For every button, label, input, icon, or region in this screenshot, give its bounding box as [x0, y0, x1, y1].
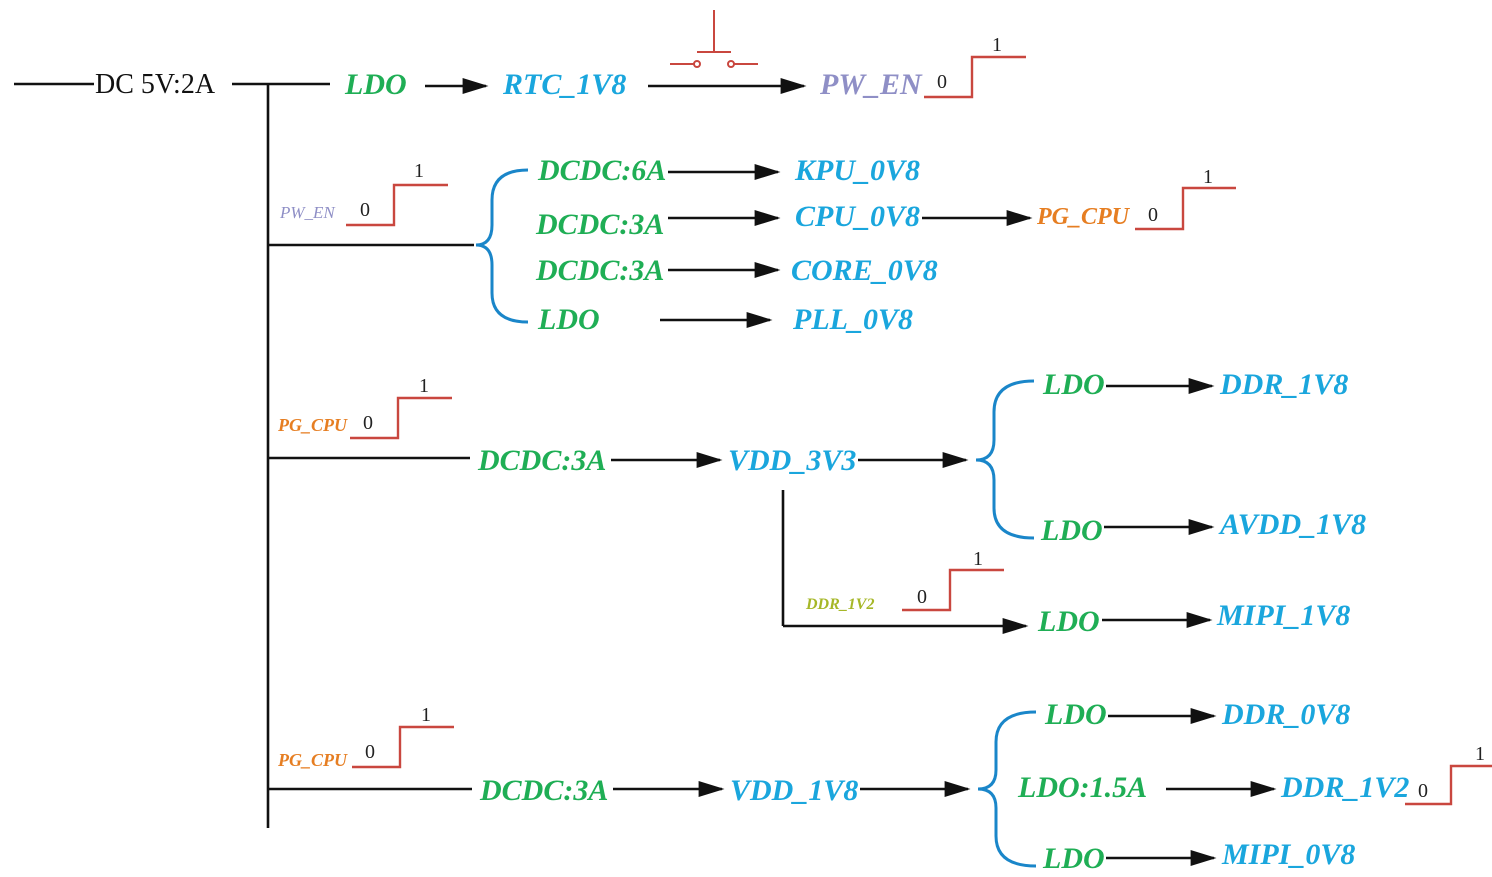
stage2-branch-1-converter: LDO [1042, 368, 1105, 401]
stage2-sub-enable-signal: DDR_1V2 [805, 596, 874, 613]
stage1-enable-signal: PW_EN [279, 203, 336, 222]
stage2-sub-rail: MIPI_1V8 [1216, 599, 1350, 632]
stage2-sub-converter: LDO [1037, 605, 1100, 638]
stage2-rail: VDD_3V3 [728, 444, 856, 477]
stage2-level-low: 0 [363, 412, 373, 434]
stage3-branch-2-converter: LDO:1.5A [1017, 771, 1147, 804]
stage3-enable-pulse [352, 725, 454, 769]
stage1-enable-pulse [346, 183, 448, 227]
stage2-enable-signal: PG_CPU [277, 415, 348, 435]
stage0-pw-en-signal: PW_EN [819, 68, 923, 101]
stage0-enable-pulse [924, 55, 1026, 99]
stage3-ddr-enable-pulse [1405, 764, 1492, 806]
stage3-converter: DCDC:3A [479, 774, 608, 807]
stage0-rail: RTC_1V8 [502, 68, 626, 101]
stage3-level-high: 1 [421, 704, 431, 726]
stage1-branch-3-converter: DCDC:3A [535, 254, 664, 287]
stage1-branch-2-converter: DCDC:3A [535, 208, 664, 241]
input-source-label: DC 5V:2A [95, 69, 216, 100]
stage2-branch-brace [975, 379, 1035, 540]
push-button-switch-icon [670, 10, 758, 68]
stage2-sub-level-low: 0 [917, 586, 927, 608]
stage3-ddr-level-high: 1 [1475, 743, 1485, 765]
stage1-branch-1-converter: DCDC:6A [537, 154, 666, 187]
stage2-level-high: 1 [419, 375, 429, 397]
stage1-pg-pulse [1135, 186, 1236, 231]
stage3-branch-1-converter: LDO [1044, 698, 1107, 731]
stage1-branch-4-converter: LDO [537, 303, 600, 336]
stage1-pg-level-high: 1 [1203, 166, 1213, 188]
stage1-branch-3-rail: CORE_0V8 [791, 254, 938, 287]
stage1-branch-4-rail: PLL_0V8 [792, 303, 913, 336]
stage3-branch-2-rail: DDR_1V2 [1280, 771, 1409, 804]
stage2-branch-2-converter: LDO [1040, 514, 1103, 547]
stage3-branch-3-converter: LDO [1042, 842, 1105, 875]
stage2-enable-pulse [350, 396, 452, 440]
stage1-level-high: 1 [414, 160, 424, 182]
stage3-branch-brace [977, 710, 1037, 868]
stage1-branch-1-rail: KPU_0V8 [794, 154, 920, 187]
stage3-ddr-level-low: 0 [1418, 780, 1428, 802]
stage3-branch-1-rail: DDR_0V8 [1221, 698, 1350, 731]
stage1-level-low: 0 [360, 199, 370, 221]
stage0-converter: LDO [344, 68, 407, 101]
stage3-rail: VDD_1V8 [730, 774, 858, 807]
stage2-sub-enable-pulse [902, 568, 1004, 612]
stage2-branch-2-rail: AVDD_1V8 [1218, 508, 1366, 541]
stage2-sub-level-high: 1 [973, 548, 983, 570]
stage3-level-low: 0 [365, 741, 375, 763]
stage3-branch-3-rail: MIPI_0V8 [1221, 838, 1355, 871]
stage1-branch-2-rail: CPU_0V8 [795, 200, 920, 233]
stage0-level-high: 1 [992, 34, 1002, 56]
stage1-pg-cpu-signal: PG_CPU [1036, 204, 1131, 230]
stage2-converter: DCDC:3A [477, 444, 606, 477]
stage0-level-low: 0 [937, 71, 947, 93]
stage1-pg-level-low: 0 [1148, 204, 1158, 226]
stage2-branch-1-rail: DDR_1V8 [1219, 368, 1348, 401]
stage1-branch-brace [475, 168, 529, 324]
stage3-enable-signal: PG_CPU [277, 750, 348, 770]
